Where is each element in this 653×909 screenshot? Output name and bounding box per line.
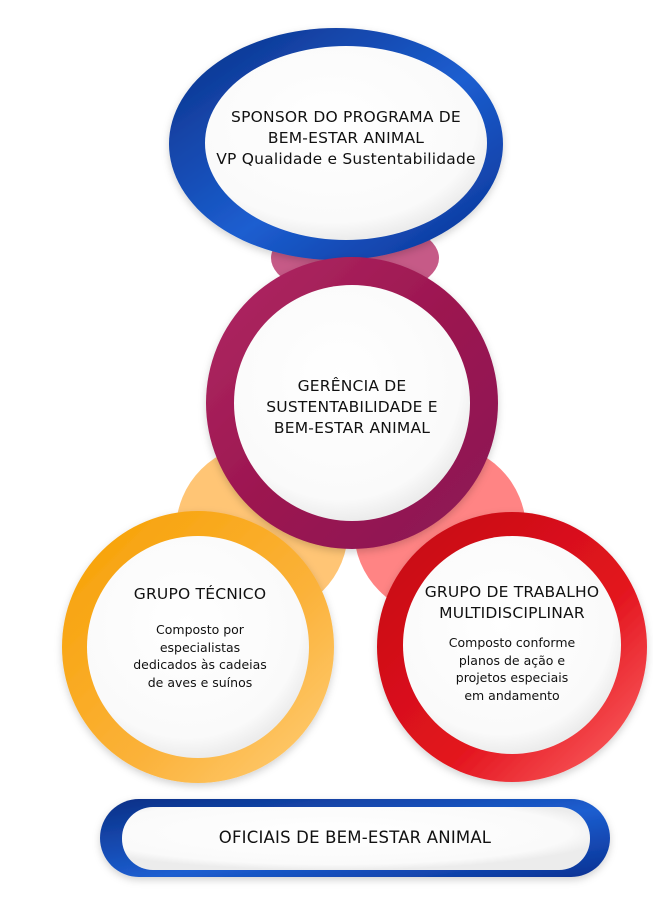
grupo-trabalho-description: Composto conforme planos de ação e proje… <box>427 634 597 704</box>
sponsor-line-3: VP Qualidade e Sustentabilidade <box>216 150 476 168</box>
oficiais-label-text: OFICIAIS DE BEM-ESTAR ANIMAL <box>218 828 492 847</box>
grupo-tecnico-title: GRUPO TÉCNICO <box>110 584 290 605</box>
grupo-tecnico-desc-line: de aves e suínos <box>147 674 253 690</box>
grupo-trabalho-node <box>377 512 647 782</box>
gerencia-label: GERÊNCIA DE SUSTENTABILIDADE E BEM-ESTAR… <box>232 376 472 439</box>
grupo-trabalho-desc-line: Composto conforme <box>448 635 576 650</box>
gerencia-line-3: BEM-ESTAR ANIMAL <box>273 419 431 437</box>
grupo-tecnico-title-text: GRUPO TÉCNICO <box>133 585 267 603</box>
grupo-trabalho-desc-line: em andamento <box>464 687 560 703</box>
sponsor-node <box>169 28 503 260</box>
grupo-tecnico-desc-line: Composto por <box>156 622 244 637</box>
grupo-tecnico-desc-line: dedicados às cadeias <box>133 657 267 672</box>
grupo-trabalho-title: GRUPO DE TRABALHO MULTIDISCIPLINAR <box>412 582 612 624</box>
gerencia-line-1: GERÊNCIA DE <box>297 377 407 395</box>
grupo-tecnico-description: Composto por especialistas dedicados às … <box>112 621 288 691</box>
grupo-tecnico-desc-line: especialistas <box>159 639 241 655</box>
oficiais-node <box>100 799 610 877</box>
sponsor-label: SPONSOR DO PROGRAMA DE BEM-ESTAR ANIMAL … <box>206 107 486 170</box>
grupo-trabalho-desc-line: planos de ação e <box>458 652 566 668</box>
sponsor-line-2: BEM-ESTAR ANIMAL <box>267 129 425 147</box>
gerencia-line-2: SUSTENTABILIDADE E <box>266 398 438 416</box>
sponsor-line-1: SPONSOR DO PROGRAMA DE <box>231 108 461 126</box>
grupo-trabalho-desc-line: projetos especiais <box>455 670 569 685</box>
oficiais-label: OFICIAIS DE BEM-ESTAR ANIMAL <box>140 827 570 848</box>
grupo-tecnico-node <box>62 511 334 783</box>
gerencia-node <box>206 257 498 549</box>
grupo-trabalho-title-2: MULTIDISCIPLINAR <box>439 604 585 622</box>
grupo-trabalho-title-1: GRUPO DE TRABALHO <box>424 583 600 601</box>
